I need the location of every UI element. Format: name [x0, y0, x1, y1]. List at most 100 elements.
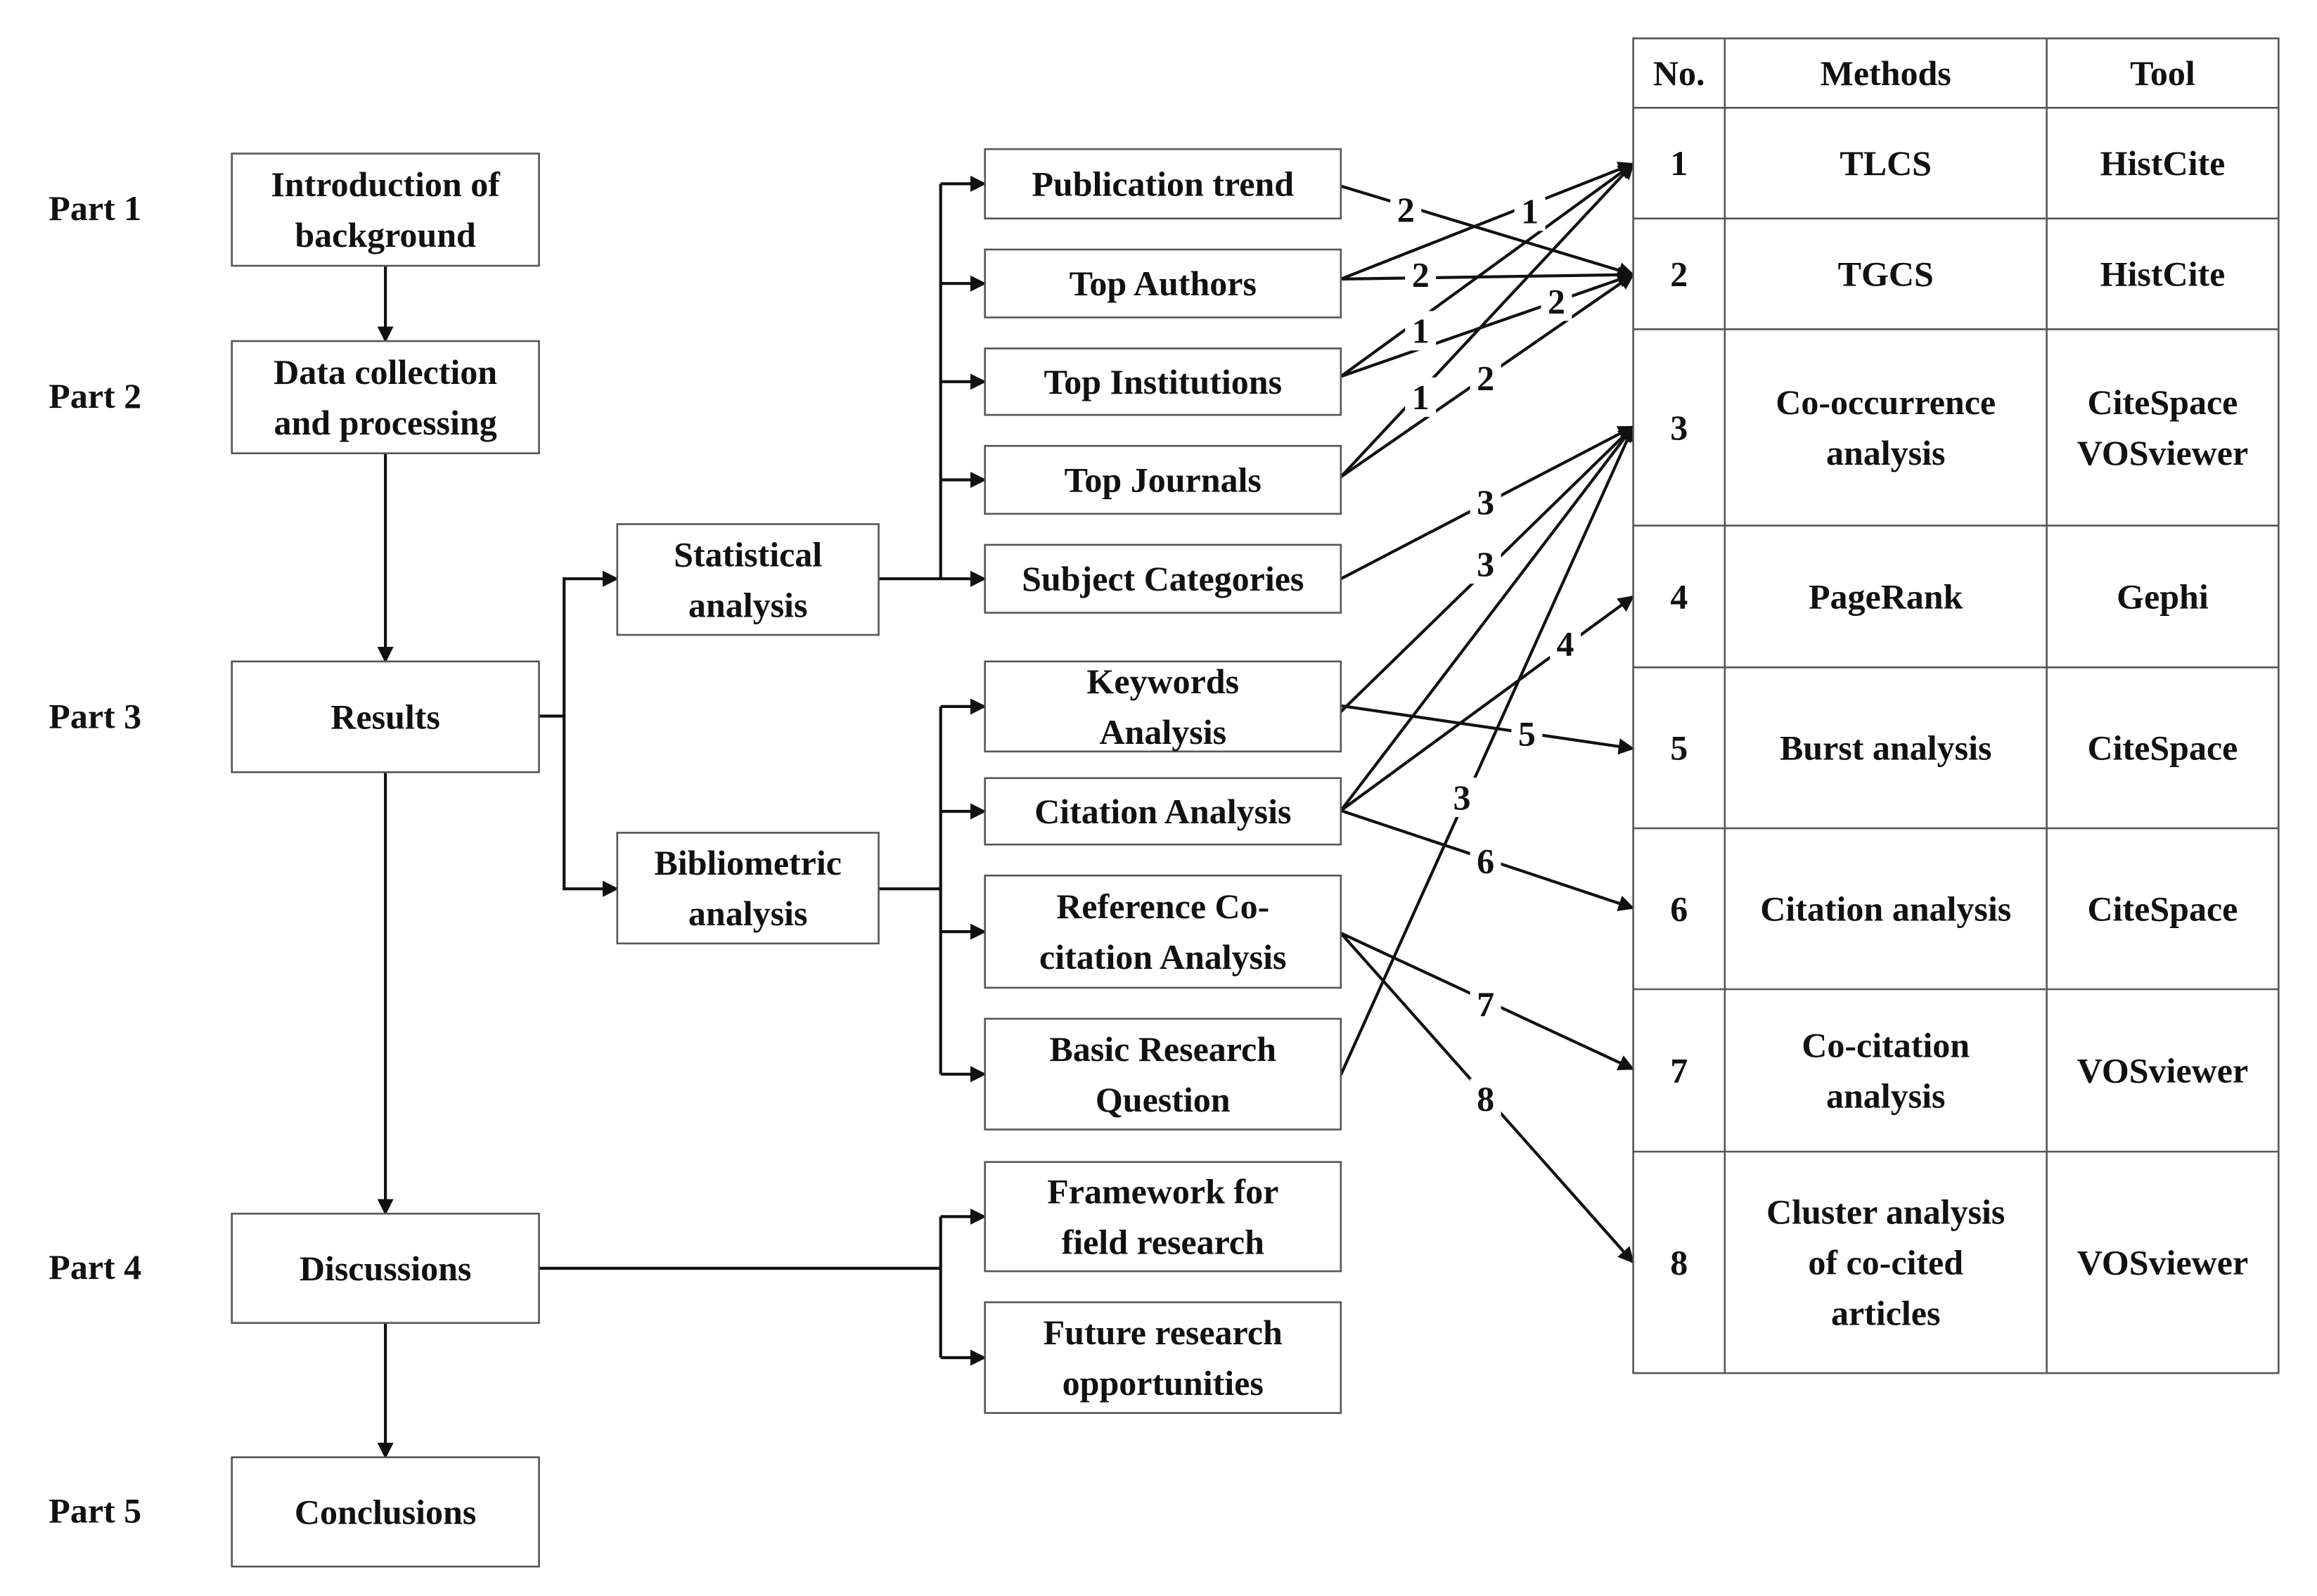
row-tool: VOSviewer [2077, 433, 2248, 472]
bibliometric-analysis-box-text: Bibliometric [654, 843, 842, 882]
row-tool: Gephi [2117, 577, 2209, 616]
row-number: 2 [1670, 255, 1688, 294]
bibliometric-analysis-box-text: analysis [688, 894, 808, 933]
link-label: 5 [1511, 714, 1543, 754]
framework-for-field-research-box-text: field research [1062, 1222, 1265, 1261]
link-label: 1 [1514, 191, 1546, 231]
citation-analysis-box-text: Citation Analysis [1034, 792, 1291, 831]
bibliometric-analysis-box-border [616, 832, 880, 945]
reference-co-citation-analysis-box: Reference Co-citation Analysis [984, 875, 1342, 989]
conclusions-box-text: Conclusions [295, 1492, 476, 1531]
top-institutions-box-border [984, 347, 1342, 416]
link-label: 3 [1470, 482, 1501, 522]
link-label: 7 [1470, 984, 1501, 1024]
link-label: 8 [1470, 1079, 1501, 1119]
row-number: 6 [1670, 889, 1688, 929]
link-label-text: 1 [1412, 378, 1430, 417]
link-label: 1 [1405, 311, 1437, 351]
row-tool: CiteSpace [2088, 889, 2238, 929]
publication-trend-box-text: Publication trend [1032, 164, 1294, 203]
link-label: 3 [1446, 778, 1477, 817]
basic-research-question-box-text: Basic Research [1049, 1029, 1276, 1069]
link-label: 2 [1405, 255, 1437, 295]
part-label-5: Part 5 [49, 1491, 141, 1530]
data-collection-box-border [231, 340, 540, 455]
link-label-text: 3 [1477, 482, 1494, 522]
row-number: 5 [1670, 728, 1688, 768]
row-number: 8 [1670, 1243, 1688, 1282]
results-branch-arrow [539, 570, 620, 718]
row-tool: CiteSpace [2088, 728, 2238, 768]
link-label-text: 1 [1412, 311, 1430, 350]
top-journals-box: Top Journals [984, 444, 1342, 515]
method-link-arrow [1340, 184, 1635, 278]
results-box: Results [231, 660, 540, 773]
link-label-text: 3 [1477, 544, 1494, 584]
keywords-analysis-box-border [984, 660, 1342, 753]
row-method: TGCS [1838, 255, 1934, 294]
reference-co-citation-analysis-box-text: citation Analysis [1039, 937, 1286, 977]
bibliometric-analysis-box: Bibliometric analysis [616, 832, 880, 945]
introduction-box: Introduction of background [231, 153, 540, 267]
statistical-analysis-box-border [616, 523, 880, 636]
part-label-1: Part 1 [49, 188, 141, 228]
part-label-4: Part 4 [49, 1247, 141, 1287]
top-authors-box-text: Top Authors [1070, 264, 1257, 303]
link-label-text: 5 [1518, 714, 1536, 754]
link-label: 6 [1470, 841, 1501, 881]
results-branch-arrow [563, 716, 620, 897]
part-label-2: Part 2 [49, 376, 141, 416]
link-label: 1 [1405, 377, 1437, 417]
row-method: Co-citation [1802, 1026, 1970, 1065]
conclusions-box: Conclusions [231, 1456, 540, 1568]
table-header-no: No. [1653, 53, 1705, 93]
method-link-arrow [1340, 266, 1635, 283]
framework-for-field-research-box-text: Framework for [1047, 1171, 1278, 1211]
top-journals-box-text: Top Journals [1065, 461, 1262, 500]
discussions-box: Discussions [231, 1212, 540, 1324]
row-tool: VOSviewer [2077, 1051, 2248, 1090]
introduction-box-text: Introduction of [271, 165, 501, 204]
results-box-border [231, 660, 540, 773]
row-number: 7 [1670, 1051, 1688, 1090]
row-method: analysis [1826, 1076, 1946, 1116]
link-label-text: 4 [1557, 624, 1574, 664]
link-label-text: 2 [1397, 190, 1415, 229]
introduction-box-text: background [295, 215, 476, 255]
link-label-text: 7 [1477, 984, 1494, 1024]
statistical-analysis-box-text: Statistical [674, 534, 822, 574]
basic-research-question-box-border [984, 1017, 1342, 1131]
row-tool: HistCite [2100, 143, 2226, 183]
method-link-arrow [1339, 425, 1635, 1076]
future-research-opportunities-box-text: Future research [1044, 1313, 1283, 1352]
link-label: 2 [1390, 190, 1422, 230]
link-label-text: 8 [1477, 1079, 1494, 1118]
row-method: Cluster analysis [1766, 1192, 2005, 1232]
results-box-text: Results [330, 697, 440, 737]
link-label-text: 2 [1548, 281, 1565, 321]
publication-trend-box: Publication trend [984, 148, 1342, 220]
keywords-analysis-box-text: Keywords [1086, 662, 1239, 701]
top-authors-box-border [984, 248, 1342, 318]
discussions-box-border [231, 1212, 540, 1324]
subject-categories-box-border [984, 543, 1342, 614]
method-link-arrow [1340, 162, 1635, 478]
method-link-arrow [1340, 704, 1635, 755]
method-link-arrow [1340, 271, 1635, 378]
link-label-text: 3 [1453, 778, 1471, 817]
row-number: 3 [1670, 408, 1688, 447]
framework-for-field-research-box: Framework for field research [984, 1161, 1342, 1273]
subject-categories-box: Subject Categories [984, 543, 1342, 614]
introduction-box-border [231, 153, 540, 267]
